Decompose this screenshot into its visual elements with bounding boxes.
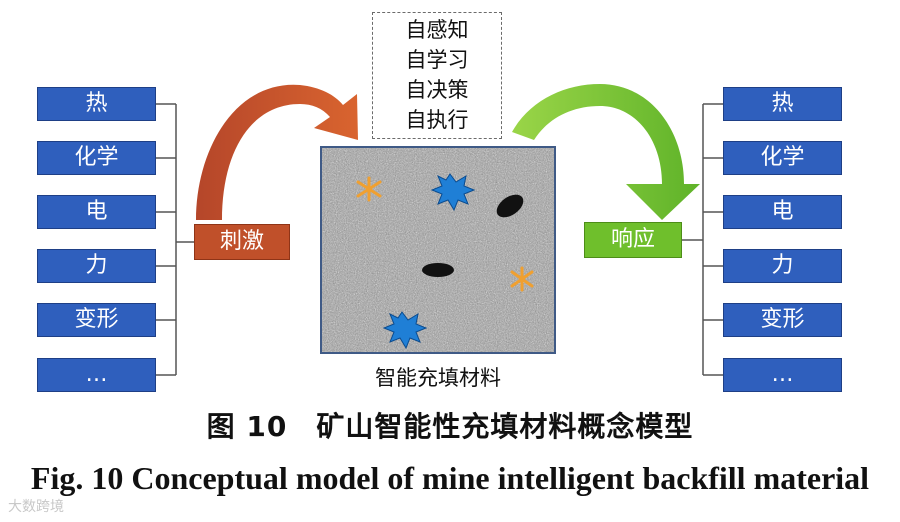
response-arrow xyxy=(512,84,700,220)
particle-blue-burst xyxy=(382,311,428,350)
ability-self-sensing: 自感知 xyxy=(405,18,469,42)
ability-self-decision: 自决策 xyxy=(405,78,469,102)
material-texture xyxy=(322,148,554,352)
response-right-deformation: 变形 xyxy=(723,303,842,337)
response-right-electric: 电 xyxy=(723,195,842,229)
stimulus-left-more: … xyxy=(37,358,156,392)
left-bracket xyxy=(156,103,194,376)
response-right-heat: 热 xyxy=(723,87,842,121)
particle-blue-burst xyxy=(430,173,476,212)
ability-self-learning: 自学习 xyxy=(405,48,469,72)
stimulus-left-chemical: 化学 xyxy=(37,141,156,175)
stimulus-left-force: 力 xyxy=(37,249,156,283)
right-bracket xyxy=(682,103,723,376)
response-tag: 响应 xyxy=(584,222,682,258)
particle-orange-star xyxy=(510,266,534,292)
ability-self-execution: 自执行 xyxy=(405,108,469,132)
material-label: 智能充填材料 xyxy=(375,366,501,390)
stimulus-tag: 刺激 xyxy=(194,224,290,260)
stimulus-left-electric: 电 xyxy=(37,195,156,229)
response-right-more: … xyxy=(723,358,842,392)
particle-orange-star xyxy=(356,176,382,202)
stimulus-left-heat: 热 xyxy=(37,87,156,121)
response-right-chemical: 化学 xyxy=(723,141,842,175)
stimulus-arrow xyxy=(196,84,358,220)
stimulus-left-deformation: 变形 xyxy=(37,303,156,337)
particle-black-ellipse xyxy=(496,194,524,218)
watermark: 大数跨境 xyxy=(8,499,64,515)
response-right-force: 力 xyxy=(723,249,842,283)
material-image xyxy=(320,146,556,354)
abilities-box: 自感知 自学习 自决策 自执行 xyxy=(372,12,502,139)
particle-black-ellipse xyxy=(422,263,454,277)
caption-chinese: 图 10 矿山智能性充填材料概念模型 xyxy=(206,410,694,443)
caption-english: Fig. 10 Conceptual model of mine intelli… xyxy=(30,460,870,496)
